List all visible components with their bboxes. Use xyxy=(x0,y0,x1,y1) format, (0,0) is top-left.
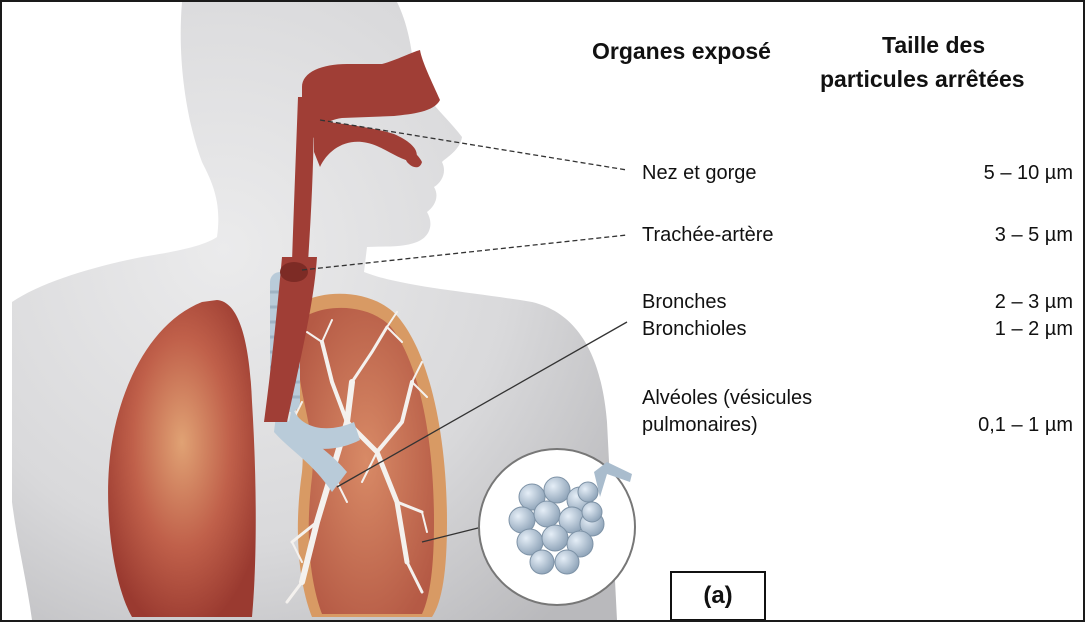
organ-bronchi: Bronches xyxy=(642,289,727,315)
header-size-line2: particules arrêtées xyxy=(820,64,1025,94)
size-alveoli: 0,1 – 1 µm xyxy=(978,412,1073,438)
organ-nose-throat: Nez et gorge xyxy=(642,160,757,186)
alveoli-magnified xyxy=(479,449,635,605)
size-trachea: 3 – 5 µm xyxy=(995,222,1073,248)
size-nose-throat: 5 – 10 µm xyxy=(984,160,1073,186)
panel-tag: (a) xyxy=(670,571,766,621)
size-bronchioles: 1 – 2 µm xyxy=(995,316,1073,342)
header-size-line1: Taille des xyxy=(882,30,985,60)
organ-alveoli-line1: Alvéoles (vésicules xyxy=(642,385,812,411)
organ-trachea: Trachée-artère xyxy=(642,222,774,248)
header-organs: Organes exposé xyxy=(592,36,771,66)
organ-alveoli-line2: pulmonaires) xyxy=(642,412,758,438)
size-bronchi: 2 – 3 µm xyxy=(995,289,1073,315)
organ-bronchioles: Bronchioles xyxy=(642,316,747,342)
